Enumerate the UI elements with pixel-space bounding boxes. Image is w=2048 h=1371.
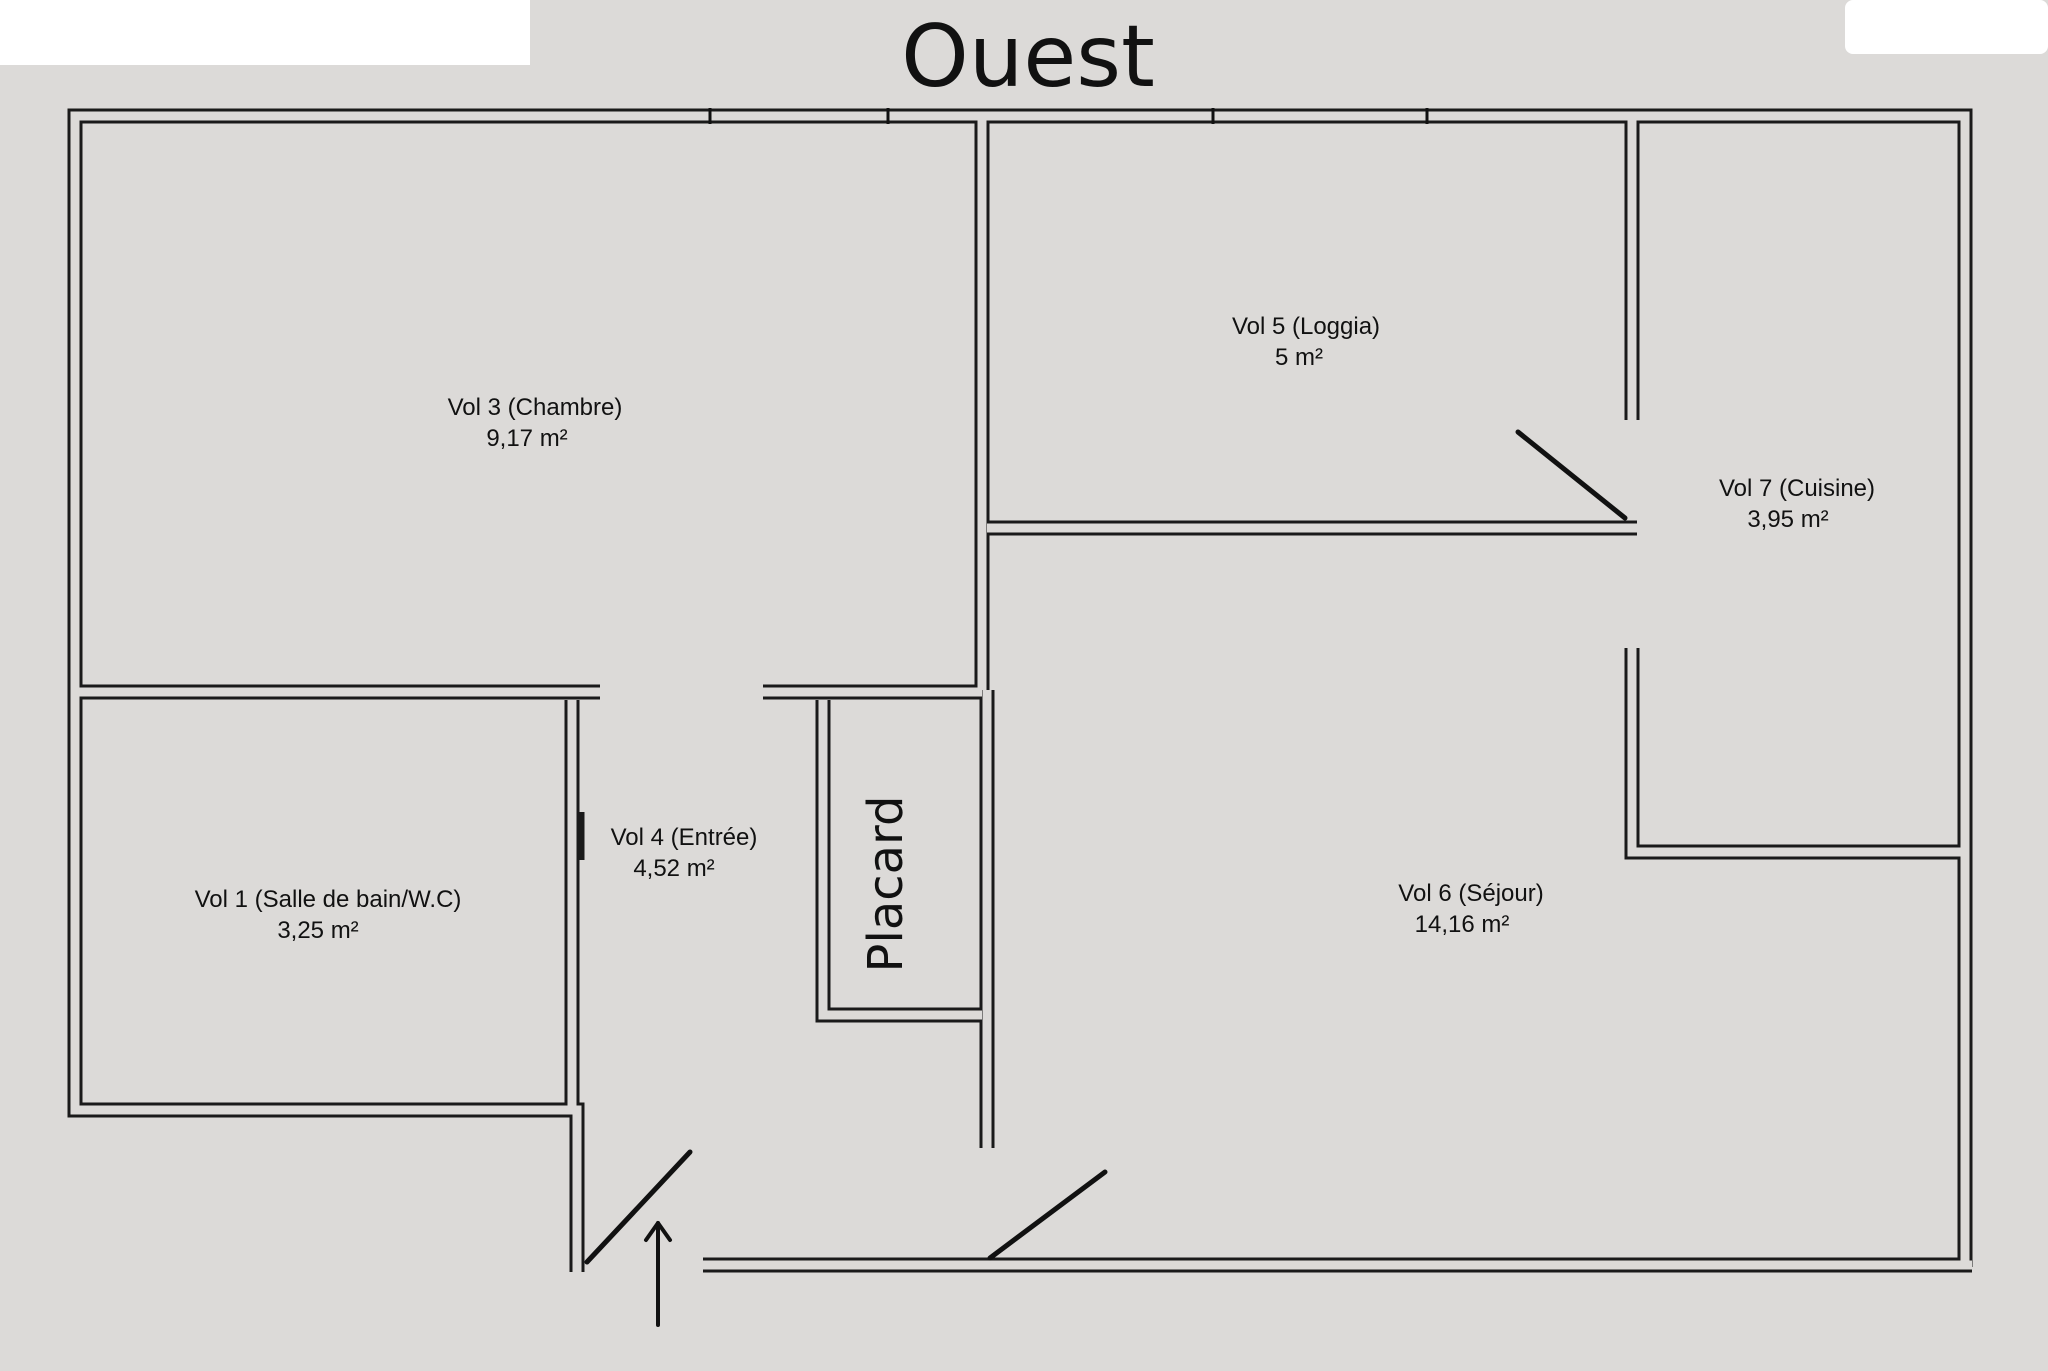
room-entree-name: Vol 4 (Entrée) (611, 824, 758, 851)
room-salle-de-bain-area: 3,25 m² (277, 917, 358, 944)
room-sejour-area: 14,16 m² (1415, 911, 1510, 938)
room-loggia-name: Vol 5 (Loggia) (1232, 313, 1380, 340)
room-sejour-name: Vol 6 (Séjour) (1398, 880, 1543, 907)
room-entree-area: 4,52 m² (633, 855, 714, 882)
entrance-arrow-icon (644, 1221, 672, 1327)
closet-label: Placard (858, 796, 914, 973)
walls-fill (70, 111, 1972, 1272)
room-loggia-area: 5 m² (1275, 344, 1323, 371)
room-salle-de-bain-name: Vol 1 (Salle de bain/W.C) (195, 886, 462, 913)
window-marks (708, 108, 1429, 124)
loggia-door-swing (1515, 429, 1628, 521)
room-cuisine-area: 3,95 m² (1747, 506, 1828, 533)
orientation-label: Ouest (901, 7, 1155, 107)
entrance-door-swing (584, 1149, 693, 1265)
living-room-door-swing (987, 1169, 1108, 1261)
room-chambre-area: 9,17 m² (486, 425, 567, 452)
corner-tab-left (0, 0, 530, 65)
room-chambre-name: Vol 3 (Chambre) (448, 394, 623, 421)
room-cuisine-name: Vol 7 (Cuisine) (1719, 475, 1875, 502)
corner-tab-right (1845, 0, 2048, 54)
